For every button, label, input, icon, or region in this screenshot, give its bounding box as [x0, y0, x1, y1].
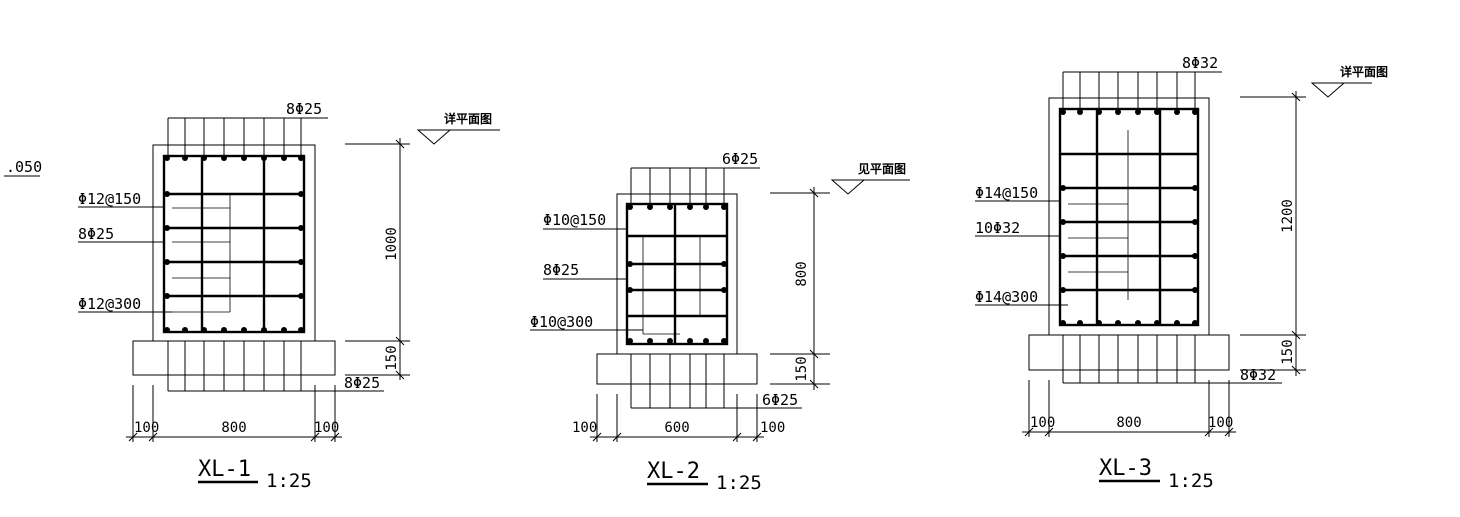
- stirrup-label: Φ14@150: [975, 184, 1038, 202]
- bottom-bar-leaders: [167, 341, 384, 392]
- vertical-dimensions: [770, 187, 830, 390]
- section-title: XL-2: [647, 459, 700, 484]
- rebar-dots: [1060, 109, 1198, 326]
- side-bars-label: 10Φ32: [975, 219, 1020, 237]
- section-title: XL-3: [1099, 456, 1152, 481]
- rebar-cage: [1058, 107, 1200, 327]
- cap-outline: [1028, 334, 1230, 371]
- tie-label: Φ14@300: [975, 288, 1038, 306]
- cap-dim: 150: [384, 345, 400, 370]
- horizontal-dimensions: [126, 385, 342, 442]
- horizontal-dimensions: [590, 394, 764, 442]
- svg-text:.050: .050: [6, 158, 42, 176]
- width-dim: 800: [1116, 415, 1141, 431]
- stirrup-label: Φ12@150: [78, 190, 141, 208]
- bottom-bar-leaders: [630, 354, 802, 409]
- cap-dim: 150: [794, 356, 810, 381]
- height-dim: 1200: [1280, 199, 1296, 233]
- bottom-bars-label: 6Φ25: [762, 391, 798, 409]
- rebar-dots: [627, 204, 727, 344]
- level-symbol: [416, 129, 500, 145]
- bottom-bars-label: 8Φ32: [1240, 366, 1276, 384]
- cover-left-dim: 100: [572, 420, 597, 436]
- level-symbol: [1310, 82, 1372, 98]
- side-bars-label: 8Φ25: [78, 225, 114, 243]
- rebar-dots: [164, 155, 304, 333]
- height-dim: 1000: [384, 227, 400, 261]
- width-dim: 800: [221, 420, 246, 436]
- bottom-bars-label: 8Φ25: [344, 374, 380, 392]
- vertical-dimensions: [345, 138, 410, 380]
- section-xl-3: 8Φ32 8Φ32 Φ14@150 10Φ32 Φ14@300 详平面图: [975, 54, 1388, 492]
- cap-outline: [596, 353, 758, 385]
- side-bars-label: 8Φ25: [543, 261, 579, 279]
- cap-dim: 150: [1280, 339, 1296, 364]
- section-scale: 1:25: [716, 472, 762, 494]
- level-symbol: [830, 179, 910, 195]
- top-bar-leaders: [167, 117, 328, 156]
- cover-left-dim: 100: [134, 420, 159, 436]
- rebar-cage: [162, 154, 306, 334]
- height-dim: 800: [794, 261, 810, 286]
- top-bar-leaders: [1062, 71, 1222, 109]
- section-scale: 1:25: [1168, 470, 1214, 492]
- level-label: 详平面图: [1340, 64, 1388, 79]
- horizontal-dimensions: [1022, 380, 1236, 437]
- top-bars-label: 8Φ25: [286, 100, 322, 118]
- section-scale: 1:25: [266, 470, 312, 492]
- cover-right-dim: 100: [1208, 415, 1233, 431]
- section-xl-1: 8Φ25 8Φ25 Φ12@150 8Φ25 Φ12@300 详平面图: [78, 100, 500, 492]
- cover-left-dim: 100: [1030, 415, 1055, 431]
- beam-outline: [1048, 97, 1210, 336]
- vertical-dimensions: [1240, 91, 1306, 376]
- top-bars-label: 6Φ25: [722, 150, 758, 168]
- tie-label: Φ12@300: [78, 295, 141, 313]
- tie-label: Φ10@300: [530, 313, 593, 331]
- cover-right-dim: 100: [314, 420, 339, 436]
- level-label: 见平面图: [858, 162, 906, 176]
- top-bars-label: 8Φ32: [1182, 54, 1218, 72]
- width-dim: 600: [664, 420, 689, 436]
- level-label: 详平面图: [444, 111, 492, 126]
- stirrup-label: Φ10@150: [543, 211, 606, 229]
- level-note: .050: [4, 158, 42, 177]
- bottom-bar-leaders: [1062, 335, 1282, 384]
- section-title: XL-1: [198, 457, 251, 482]
- cover-right-dim: 100: [760, 420, 785, 436]
- rebar-cage: [625, 202, 729, 346]
- top-bar-leaders: [630, 167, 760, 204]
- section-xl-2: 6Φ25 6Φ25 Φ10@150 8Φ25 Φ10@300 见平面图 800: [530, 150, 910, 494]
- cap-outline: [132, 340, 336, 376]
